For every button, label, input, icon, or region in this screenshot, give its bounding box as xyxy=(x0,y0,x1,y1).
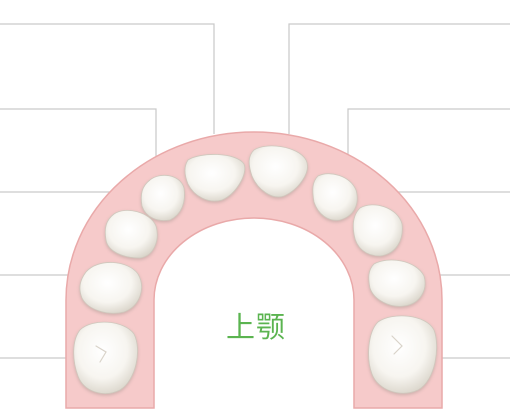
tooth-right-second-molar[interactable] xyxy=(368,315,437,394)
jaw-label: 上颚 xyxy=(225,310,286,344)
tooth-left-lateral-incisor[interactable] xyxy=(140,174,185,221)
tooth-right-central-incisor[interactable] xyxy=(248,145,308,198)
leader-line-left-1 xyxy=(0,23,215,134)
tooth-right-lateral-incisor[interactable] xyxy=(312,173,358,221)
leader-line-left-2 xyxy=(0,108,157,165)
molar-fissures xyxy=(95,335,403,363)
teeth-group xyxy=(73,145,437,394)
tooth-left-canine[interactable] xyxy=(104,210,158,259)
tooth-left-second-molar[interactable] xyxy=(73,321,138,394)
tooth-left-central-incisor[interactable] xyxy=(184,154,246,202)
tooth-left-first-molar[interactable] xyxy=(79,262,142,314)
leader-lines xyxy=(0,23,510,359)
leader-line-right-2 xyxy=(347,108,510,165)
tooth-right-first-molar[interactable] xyxy=(368,259,426,307)
leader-line-right-1 xyxy=(288,23,510,134)
tooth-right-canine[interactable] xyxy=(352,204,403,257)
